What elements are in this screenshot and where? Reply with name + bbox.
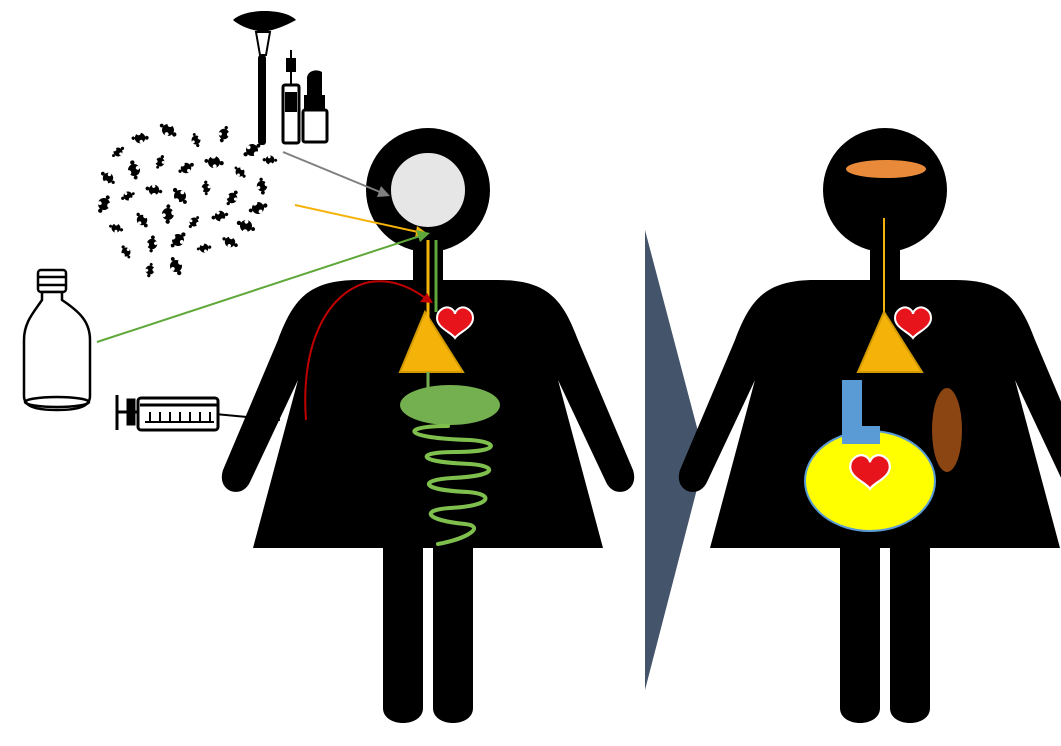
particle	[136, 213, 149, 228]
particle	[158, 204, 179, 225]
particle	[198, 180, 213, 196]
lipstick-icon	[303, 70, 327, 142]
particle	[169, 232, 187, 248]
particles-icon	[94, 120, 278, 277]
particle	[262, 152, 278, 168]
particle	[143, 235, 161, 253]
particle	[121, 190, 135, 203]
particle	[120, 245, 132, 259]
bottle-icon	[24, 270, 90, 410]
lung-ellipse	[400, 385, 500, 425]
particle	[243, 143, 260, 158]
brain-circle	[390, 152, 466, 228]
brain-highlight	[846, 160, 926, 178]
particle	[168, 257, 185, 276]
particle	[215, 125, 233, 143]
particle	[189, 133, 203, 148]
particle	[173, 188, 187, 204]
particle	[112, 147, 124, 157]
particle	[94, 195, 114, 214]
particle	[131, 129, 149, 147]
particle	[159, 120, 177, 139]
particle	[248, 199, 268, 217]
woman-silhouette-icon-affected	[679, 128, 1061, 723]
brown-organ	[932, 388, 962, 472]
cosmetic-arrow	[283, 152, 380, 192]
particle	[178, 161, 194, 175]
particle	[234, 166, 245, 179]
particle	[224, 190, 241, 206]
syringe-icon	[117, 395, 218, 430]
mascara-icon	[283, 50, 299, 143]
particle	[145, 181, 163, 199]
particle	[187, 216, 201, 229]
particle	[236, 216, 256, 237]
particle	[152, 155, 167, 170]
particle	[222, 233, 239, 251]
particle	[124, 160, 143, 180]
particle	[196, 241, 212, 256]
particle	[253, 177, 271, 195]
particle	[101, 170, 115, 186]
particle	[211, 208, 229, 225]
particle	[109, 220, 124, 236]
particle	[204, 151, 225, 172]
particle	[142, 262, 158, 278]
